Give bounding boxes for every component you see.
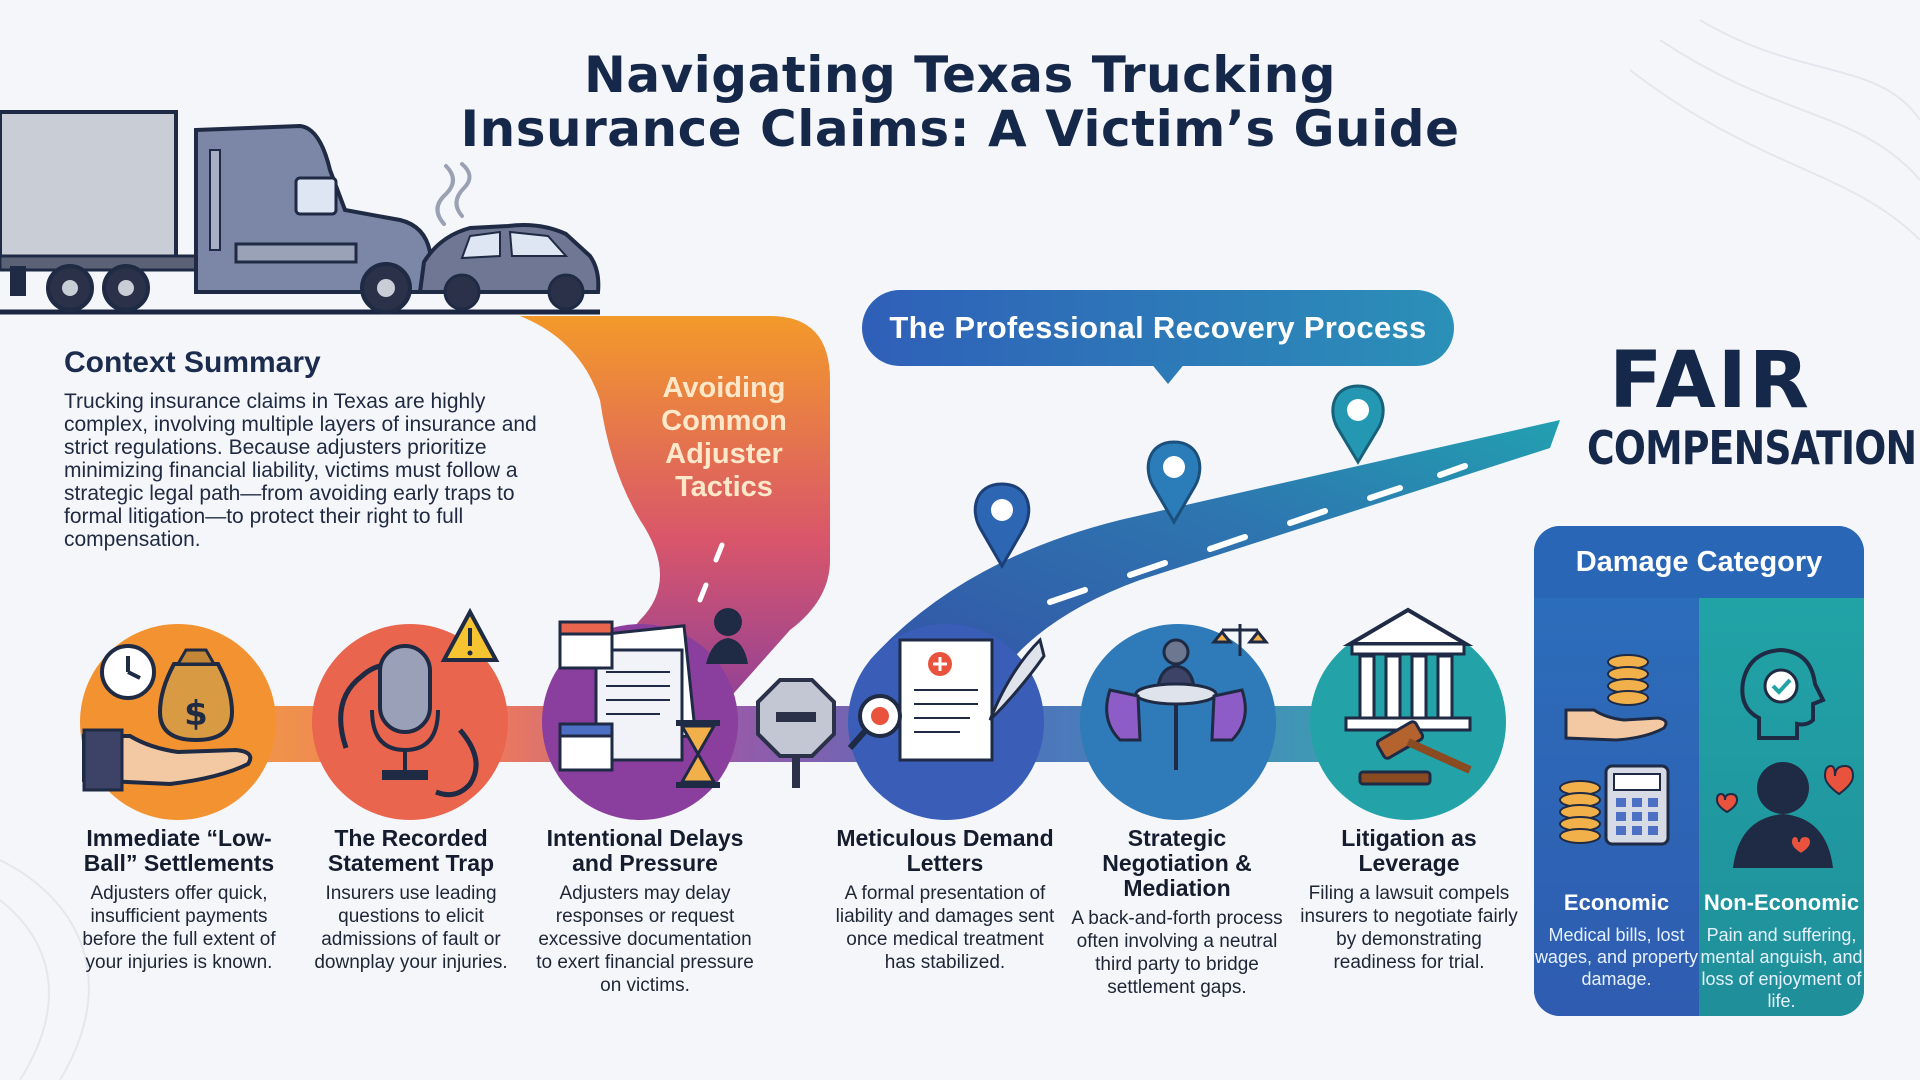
step-litigation: Litigation as Leverage Filing a lawsuit … [1294, 826, 1524, 974]
warning-icon [440, 607, 500, 662]
goal-line-1: FAIR [1609, 336, 1811, 426]
tactics-label: Avoiding Common Adjuster Tactics [661, 372, 787, 503]
calendar-icon [558, 620, 614, 772]
step-demand-letters: Meticulous Demand Letters A formal prese… [830, 826, 1060, 974]
magnifier-icon [847, 694, 902, 750]
process-banner-pointer [1150, 362, 1186, 384]
step-intentional-delays: Intentional Delays and Pressure Adjuster… [530, 826, 760, 997]
fair-compensation-goal: FAIR COMPENSATION [1560, 336, 1917, 475]
non-economic-column: Non-Economic Pain and suffering, mental … [1699, 598, 1864, 1016]
economic-column: Economic Medical bills, lost wages, and … [1534, 598, 1699, 1016]
damage-category-panel: Damage Category [1534, 526, 1864, 1016]
hourglass-icon [676, 720, 720, 788]
money-bag-icon: $ [157, 648, 235, 743]
microphone-icon [370, 644, 440, 780]
step-description: A back-and-forth process often involving… [1071, 908, 1283, 998]
non-economic-description: Pain and suffering, mental anguish, and … [1700, 925, 1863, 1011]
topographic-lines [0, 19, 1920, 1080]
table-chairs-icon [1105, 638, 1247, 770]
step-description: Filing a lawsuit compels insurers to neg… [1300, 883, 1518, 973]
highway-dashes [1047, 463, 1468, 605]
economic-title: Economic [1563, 890, 1670, 915]
step-description: A formal presentation of liability and d… [835, 883, 1055, 973]
recovery-highway [870, 420, 1560, 690]
clock-icon [100, 644, 156, 700]
step-description: Adjusters may delay responses or request… [536, 883, 754, 996]
calculator-icon [1604, 764, 1670, 846]
process-banner: The Professional Recovery Process [862, 290, 1454, 366]
damage-heading: Damage Category [1534, 526, 1864, 598]
economic-description: Medical bills, lost wages, and property … [1534, 925, 1699, 989]
step-title: Immediate “Low-Ball” Settlements [83, 825, 275, 876]
non-economic-title: Non-Economic [1703, 890, 1860, 915]
step-title: Litigation as Leverage [1341, 825, 1477, 876]
goal-line-2: COMPENSATION [1587, 421, 1917, 475]
document-icon [898, 638, 994, 762]
hand-icon [82, 728, 253, 792]
step-title: Intentional Delays and Pressure [546, 825, 744, 876]
smoke-icon [435, 162, 472, 226]
hand-icon [1564, 708, 1668, 742]
person-silhouette-icon [706, 608, 748, 664]
svg-text:$: $ [184, 694, 208, 734]
context-body: Trucking insurance claims in Texas are h… [64, 390, 537, 551]
step-title: Strategic Negotiation & Mediation [1102, 825, 1252, 901]
tactics-road-dashes [697, 542, 725, 603]
step-description: Adjusters offer quick, insufficient paym… [82, 883, 276, 973]
title-line-2: Insurance Claims: A Victim’s Guide [460, 100, 1460, 158]
step-title: The Recorded Statement Trap [327, 825, 495, 876]
map-pin-icon [1146, 440, 1202, 525]
car-icon [417, 223, 601, 311]
page-title: Navigating Texas Trucking Insurance Clai… [420, 48, 1500, 156]
courthouse-icon [1342, 607, 1474, 732]
stop-sign-icon [756, 678, 836, 788]
person-silhouette-icon [1733, 762, 1833, 868]
step-low-ball: Immediate “Low-Ball” Settlements Adjuste… [64, 826, 294, 974]
step-recorded-statement: The Recorded Statement Trap Insurers use… [296, 826, 526, 974]
scales-icon [1210, 624, 1270, 656]
tactics-road [520, 316, 830, 720]
step-title: Meticulous Demand Letters [836, 825, 1054, 876]
quill-icon [988, 637, 1046, 722]
gavel-icon [1358, 720, 1472, 786]
step-description: Insurers use leading questions to elicit… [314, 883, 508, 973]
context-heading: Context Summary [64, 346, 321, 379]
map-pin-icon [973, 482, 1031, 569]
head-check-icon [1740, 647, 1826, 740]
map-pin-icon [1331, 384, 1385, 465]
truck-icon [0, 110, 432, 314]
title-line-1: Navigating Texas Trucking [583, 46, 1336, 104]
coins-icon [1559, 654, 1649, 844]
heart-icon [1715, 764, 1855, 856]
step-negotiation: Strategic Negotiation & Mediation A back… [1062, 826, 1292, 999]
